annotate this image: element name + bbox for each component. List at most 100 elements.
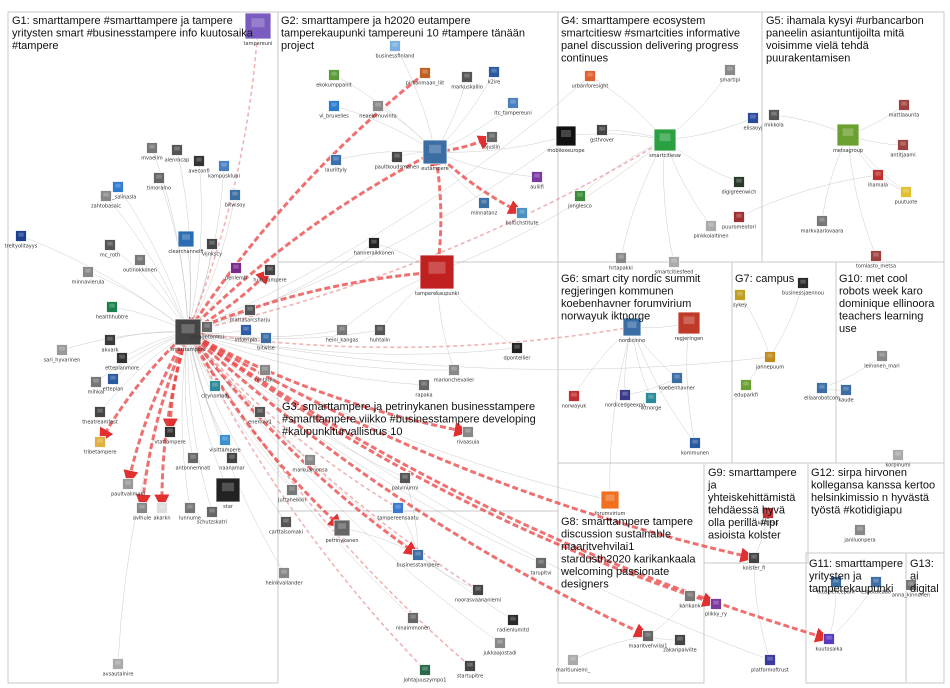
node-avatar [218, 160, 230, 172]
node-label: ajuslin [484, 145, 500, 151]
node-avatar [391, 151, 403, 163]
node-avatar-shine [497, 639, 503, 644]
node-avatar [328, 100, 340, 112]
edge-regjeringen-kommunen [686, 322, 696, 444]
edge-nordicinno-kommunen [631, 326, 696, 444]
node-avatar-shine [510, 99, 516, 104]
node-avatar-shine [570, 656, 576, 661]
node-label: layer_salinasla [100, 195, 137, 201]
group-title-line: yritysten ja [809, 571, 862, 583]
node-avatar-shine [489, 133, 495, 138]
node-avatar-shine [187, 504, 193, 509]
edge-smarttampere-maaritvehvilai1 [186, 330, 650, 638]
node-smartipi: smartipi [720, 64, 740, 84]
node-avatar-shine [221, 162, 227, 167]
node-avatar [419, 664, 431, 676]
node-hanneraikkonen: hanneraikkonen [354, 237, 394, 257]
node-jannepuum: jannepuum [755, 351, 784, 371]
node-avatar-shine [538, 559, 544, 564]
node-avatar-shine [464, 73, 470, 78]
edge-smarttampere-aveconfi [187, 160, 202, 333]
node-avatar [254, 406, 266, 418]
group-title-line: project [281, 40, 314, 52]
node-avatar [56, 344, 68, 356]
node-label: akarkn [153, 516, 170, 522]
group-title-line: puurakentamisen [766, 53, 850, 65]
node-label: vijnkscy [202, 252, 222, 258]
node-avatar-shine [267, 266, 273, 271]
node-avatar-shine [139, 504, 145, 509]
node-avatar [372, 100, 384, 112]
node-avatar [568, 390, 580, 402]
node-norwayuk: norwayuk [562, 390, 586, 410]
node-avatar [488, 66, 500, 78]
node-avatar [419, 254, 455, 290]
node-avatar-shine [247, 306, 253, 311]
node-avatar-shine [212, 382, 218, 387]
node-label: nordicedgeexpo [605, 403, 645, 409]
node-avatar-shine [422, 69, 428, 74]
node-noorasvaananiemi: noorasvaananiemi [455, 584, 501, 604]
node-avatar [507, 614, 519, 626]
node-label: plikky_ry [705, 612, 727, 618]
edge-kolster_fi-platformoftrust [753, 557, 771, 661]
node-avatar-shine [190, 454, 196, 459]
node-avatar [374, 324, 386, 336]
node-label: paultvalimaki [111, 492, 145, 498]
edge-smarttampere-lunnume [181, 331, 191, 509]
node-avatar-shine [674, 374, 680, 379]
node-avatar [816, 382, 828, 394]
node-bitwisoy: bitwisoy [225, 189, 245, 209]
group-box-g3 [277, 261, 559, 512]
node-startupitre: startupitre [457, 660, 483, 680]
node-minnavierula: minnavierula [72, 266, 104, 286]
node-label: carttalsomaki [269, 530, 303, 536]
node-avatar [710, 598, 722, 610]
edge-smarttampere-zahtobasaic [105, 195, 189, 333]
edge-smarttampere-avlhule [135, 331, 190, 510]
node-avatar [622, 317, 642, 337]
node-label: zakaripalvilte [663, 648, 696, 654]
node-avatar [747, 112, 759, 124]
node-label: citynomadi [201, 394, 229, 400]
node-label: mvaelim [141, 156, 163, 162]
node-akarkn: akarkn [153, 502, 171, 522]
node-avatar-shine [767, 656, 773, 661]
node-ajuslin: ajuslin [484, 131, 500, 151]
node-label: pirkanmaan_liit [406, 81, 444, 87]
edge-tamperekaupunki-smarttampere [186, 270, 438, 334]
node-label: tamperekaupunki [415, 291, 459, 297]
edge-smarttampere-layer_salinasla [117, 186, 189, 333]
node-avatar [448, 364, 460, 376]
node-avatar [892, 449, 904, 461]
node-ihamala: ihamala [868, 169, 888, 189]
edge-smartcitiesw-jonglesco [579, 139, 666, 197]
node-avatar-shine [103, 192, 109, 197]
group-box-g13 [905, 552, 945, 684]
node-avatar [734, 289, 746, 301]
node-label: etteplanmore [105, 366, 139, 372]
node-avatar-shine [18, 232, 24, 237]
edge-smarttampere-bitwisoy [187, 194, 236, 333]
node-neaelomuvinta: neaelomuvinta [359, 100, 397, 120]
node-pirkanmaan_liit: pirkanmaan_liit [406, 67, 444, 87]
edge-smarttampere-sari_hyvarinen [61, 331, 189, 351]
node-baltichstitute: baltichstitute [505, 207, 539, 227]
node-healthhubtre: healthhubtre [96, 301, 128, 321]
node-avatar-shine [338, 523, 346, 529]
group-title-line: paneelin asiantuntijoilta mitä [766, 28, 905, 40]
node-avatar-shine [737, 291, 743, 296]
node-avatar-shine [900, 141, 906, 146]
node-avatar [206, 506, 218, 518]
node-avatar-shine [428, 261, 446, 274]
node-avatar [642, 630, 654, 642]
group-title-line: ja [707, 480, 717, 492]
edge-smarttampere-smartcitiesw [187, 139, 666, 333]
node-avatar [174, 318, 202, 346]
node-avatar [422, 139, 448, 165]
node-label: mattasarcsharju [230, 318, 271, 324]
node-label: gsthrover [590, 138, 615, 144]
node-avatar [584, 70, 596, 82]
